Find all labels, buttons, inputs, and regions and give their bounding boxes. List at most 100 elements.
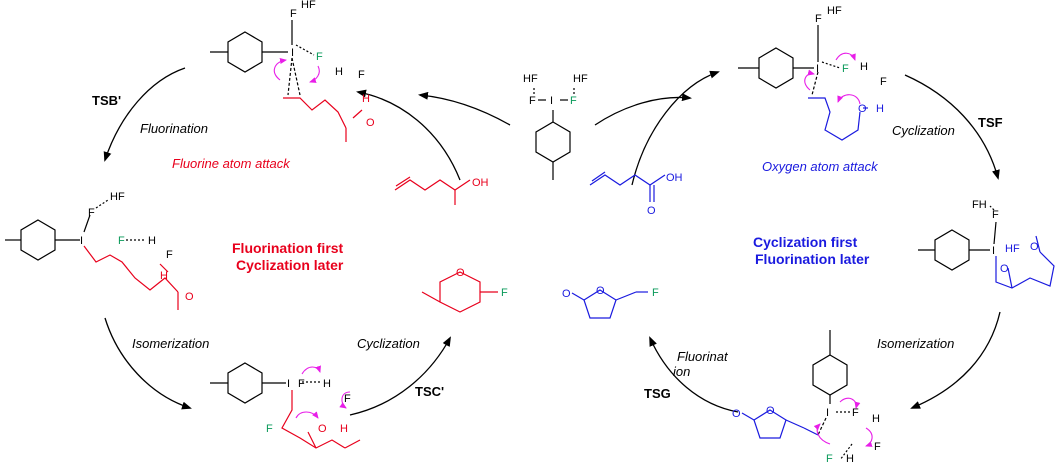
label-tsb: TSB' [92, 93, 121, 108]
svg-text:I: I [287, 378, 290, 390]
svg-text:O: O [318, 423, 327, 435]
svg-text:O: O [1030, 241, 1039, 253]
svg-text:HF: HF [1005, 243, 1020, 255]
svg-text:F: F [852, 407, 859, 419]
red-substrate [394, 176, 471, 205]
label-oxygen-atom-attack: Oxygen atom attack [762, 159, 879, 174]
curly-arrow-tr-2 [837, 94, 861, 105]
label-fluorination-first: Fluorination first [232, 240, 344, 256]
svg-text:F: F [570, 95, 577, 107]
label-fluorination-left: Fluorination [140, 121, 208, 136]
arrow-center-left [356, 89, 461, 181]
svg-text:H: H [876, 103, 884, 115]
arrow-center-right-2 [631, 70, 720, 186]
label-fluorinat: Fluorinat [677, 349, 729, 364]
svg-text:HF: HF [523, 73, 538, 85]
arrow-right-top [904, 74, 1000, 180]
arrow-right-bottom [910, 311, 1001, 409]
ts-bottom-left-red [281, 390, 361, 449]
intermediate-right [918, 205, 997, 271]
arrow-left-up [349, 336, 451, 416]
svg-text:H: H [323, 378, 331, 390]
ts-bottom-right [812, 330, 853, 461]
svg-text:HF: HF [301, 0, 316, 11]
center-reagent [533, 88, 575, 180]
label-ion: ion [673, 364, 690, 379]
svg-text:O: O [185, 291, 194, 303]
svg-text:H: H [160, 270, 168, 282]
red-product-f: F [501, 287, 508, 299]
intermediate-left-atoms: HF F I F H F H O [80, 191, 194, 303]
ts-bottom-right-blue [741, 409, 819, 439]
svg-text:F: F [344, 393, 351, 405]
curly-arrow-br-2 [865, 427, 873, 447]
label-isomerization-right: Isomerization [877, 336, 954, 351]
label-cyclization-right: Cyclization [892, 123, 955, 138]
svg-text:I: I [992, 245, 995, 257]
ts-bottom-right-atoms: I F H F F H O O [732, 405, 881, 465]
ts-top-right-atoms: F HF I F H F O H [815, 5, 887, 115]
label-cyclization-later: Cyclization later [236, 257, 344, 273]
ts-bottom-left-atoms: I F H F F O H [266, 378, 351, 435]
red-substrate-oh: OH [472, 177, 489, 189]
ts-top-right-blue [808, 97, 868, 141]
blue-product-lactone [571, 289, 648, 319]
curly-arrow-br-3 [813, 423, 831, 445]
svg-text:F: F [298, 378, 305, 390]
blue-product-f: F [652, 287, 659, 299]
blue-substrate-oh: OH [666, 172, 683, 184]
svg-text:I: I [816, 63, 819, 75]
intermediate-left-red [83, 245, 179, 310]
svg-text:F: F [266, 423, 273, 435]
center-reagent-atoms: HF HF F I F [523, 73, 588, 107]
svg-text:F: F [842, 63, 849, 75]
label-cyclization-up: Cyclization [357, 336, 420, 351]
ts-top-right [738, 25, 841, 96]
blue-product-o-carbonyl: O [562, 288, 571, 300]
curly-arrow-tr-3 [804, 69, 815, 91]
svg-text:F: F [118, 235, 125, 247]
svg-text:HF: HF [110, 191, 125, 203]
svg-text:H: H [872, 413, 880, 425]
svg-text:I: I [550, 95, 553, 107]
red-product-thp [421, 271, 498, 313]
svg-text:F: F [316, 51, 323, 63]
blue-substrate [589, 171, 666, 202]
label-cyclization-first: Cyclization first [753, 234, 858, 250]
label-fluorination-later: Fluorination later [755, 251, 870, 267]
label-tsc: TSC' [415, 384, 444, 399]
curly-arrow-br-1 [839, 397, 861, 409]
svg-text:F: F [815, 13, 822, 25]
ts-top-left-red [283, 97, 363, 142]
svg-text:I: I [826, 407, 829, 419]
ts-top-left [210, 20, 315, 96]
intermediate-right-blue [995, 235, 1055, 289]
svg-text:H: H [860, 61, 868, 73]
svg-text:F: F [358, 69, 365, 81]
svg-text:I: I [291, 47, 294, 59]
svg-text:FH: FH [972, 199, 987, 211]
blue-substrate-o: O [647, 205, 656, 217]
svg-text:H: H [362, 93, 370, 105]
svg-text:H: H [148, 235, 156, 247]
curly-arrow-tl-1 [273, 58, 287, 81]
label-tsg: TSG [644, 386, 671, 401]
svg-text:H: H [846, 453, 854, 465]
arrow-left-top [103, 67, 186, 162]
curly-arrow-bl-2 [339, 391, 351, 409]
svg-text:F: F [826, 453, 833, 465]
curly-arrow-bl-3 [295, 411, 319, 419]
arrow-right-left [649, 336, 739, 413]
svg-text:F: F [880, 76, 887, 88]
svg-text:F: F [290, 8, 297, 20]
intermediate-left [5, 199, 145, 261]
curly-arrow-bl-1 [301, 365, 321, 375]
svg-text:O: O [366, 117, 375, 129]
svg-text:F: F [992, 209, 999, 221]
label-fluorine-atom-attack: Fluorine atom attack [172, 156, 291, 171]
blue-product-o-ring: O [596, 285, 605, 297]
arrow-left-bottom [104, 317, 192, 410]
svg-text:HF: HF [827, 5, 842, 17]
ts-top-left-atoms: F HF I F H F H O [290, 0, 375, 129]
